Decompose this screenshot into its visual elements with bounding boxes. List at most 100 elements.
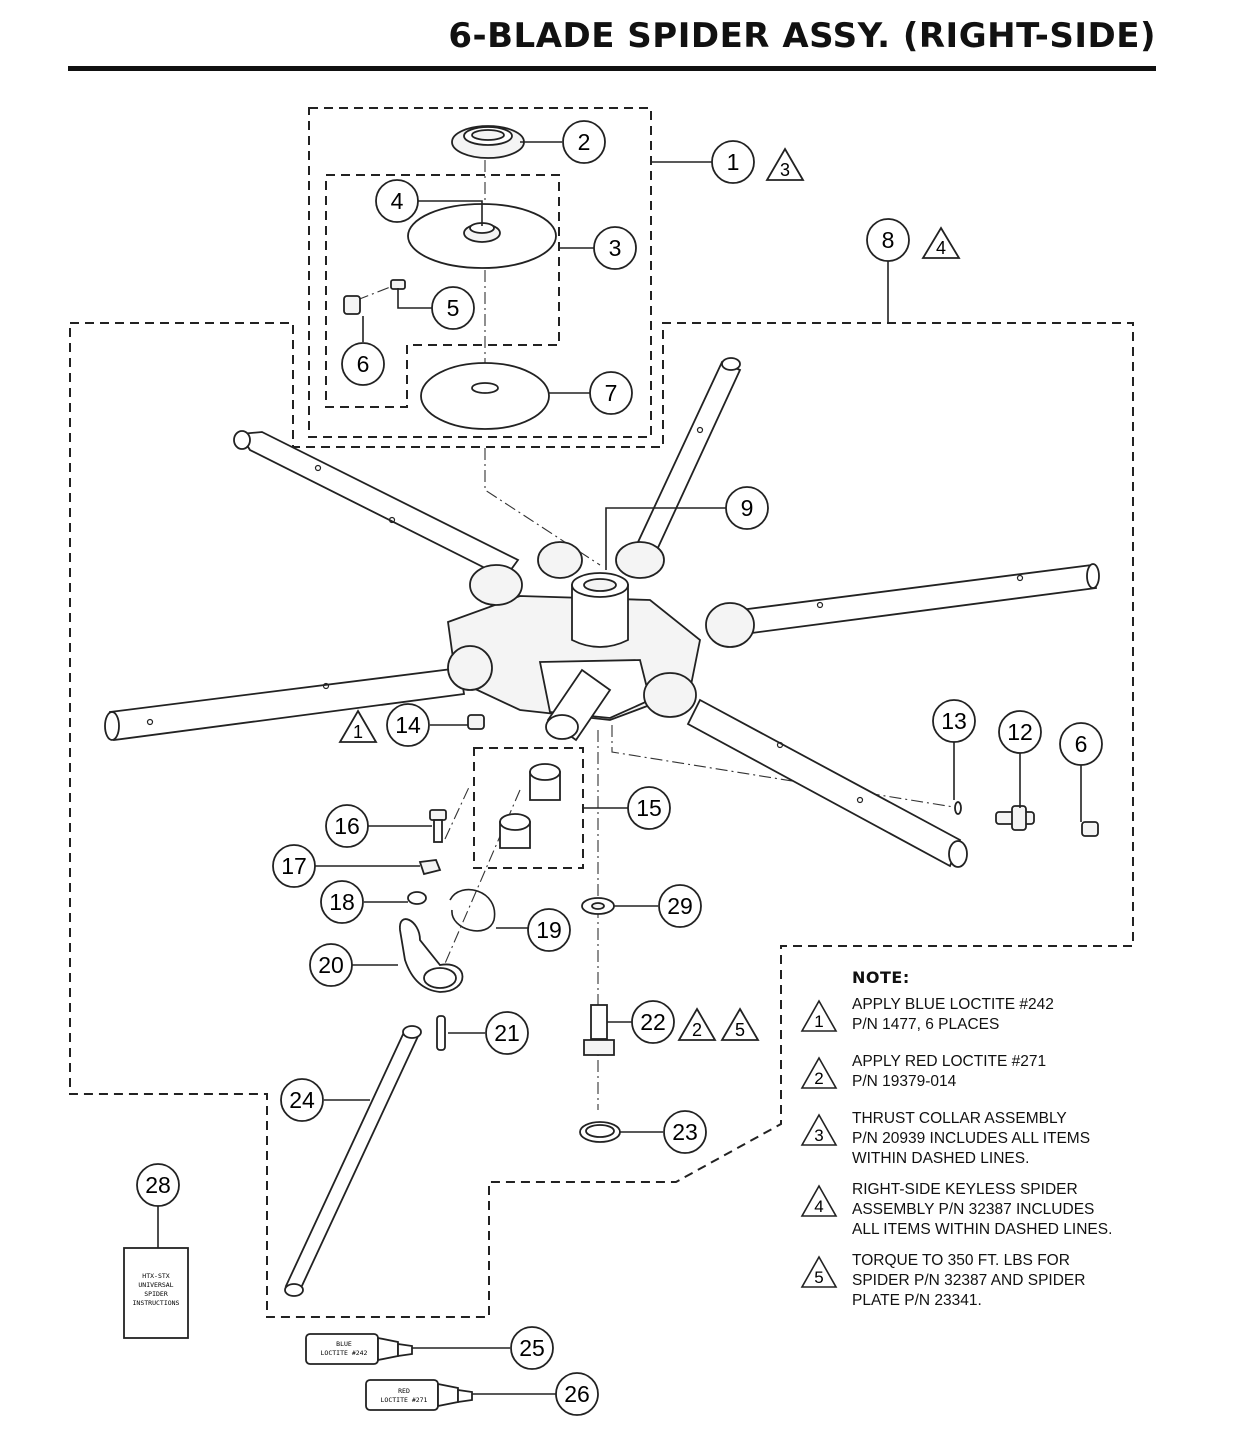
- callout-13: 13: [932, 699, 976, 743]
- callout-15: 15: [627, 786, 671, 830]
- page-title: 6-BLADE SPIDER ASSY. (RIGHT-SIDE): [448, 16, 1156, 56]
- callout-23: 23: [663, 1110, 707, 1154]
- flag-note-4: 4: [921, 226, 961, 259]
- svg-text:3: 3: [780, 160, 790, 180]
- note-4: 4 RIGHT-SIDE KEYLESS SPIDER ASSEMBLY P/N…: [800, 1180, 1200, 1244]
- svg-text:2: 2: [578, 129, 591, 155]
- note-3: 3 THRUST COLLAR ASSEMBLY P/N 20939 INCLU…: [800, 1109, 1200, 1173]
- svg-text:1: 1: [814, 1012, 823, 1031]
- note-1: 1 APPLY BLUE LOCTITE #242 P/N 1477, 6 PL…: [800, 995, 1200, 1045]
- part-7-disk: [420, 362, 550, 430]
- svg-text:14: 14: [395, 712, 421, 738]
- part-19-spring: [449, 888, 496, 932]
- note-5-text: TORQUE TO 350 FT. LBS FOR SPIDER P/N 323…: [852, 1252, 1086, 1309]
- thrust-collar-boundary: [308, 107, 652, 438]
- svg-text:LOCTITE #271: LOCTITE #271: [381, 1396, 428, 1404]
- note-4-triangle-icon: 4: [800, 1184, 838, 1217]
- spider-hub: [447, 541, 755, 742]
- note-1-text: APPLY BLUE LOCTITE #242 P/N 1477, 6 PLAC…: [852, 996, 1054, 1033]
- flag-note-3: 3: [765, 147, 805, 181]
- svg-text:7: 7: [605, 380, 618, 406]
- callout-1: 1: [711, 140, 755, 184]
- part-14-fitting: [467, 714, 485, 730]
- svg-text:3: 3: [814, 1126, 823, 1145]
- part-20-lever: [399, 918, 464, 993]
- part-17-nut: [418, 859, 442, 876]
- svg-text:28: 28: [145, 1172, 171, 1198]
- note-5: 5 TORQUE TO 350 FT. LBS FOR SPIDER P/N 3…: [800, 1251, 1200, 1315]
- part-3-plate: [407, 203, 557, 269]
- callout-22: 22: [631, 1000, 675, 1044]
- spider-assembly-boundary: [69, 322, 1134, 1318]
- part-23-ring: [579, 1121, 621, 1143]
- svg-text:RED: RED: [398, 1387, 410, 1395]
- leader-lines: [157, 141, 1082, 1395]
- svg-text:INSTRUCTIONS: INSTRUCTIONS: [133, 1299, 180, 1307]
- part-13-oring: [954, 801, 962, 815]
- callout-17: 17: [272, 844, 316, 888]
- part-2-seal: [451, 125, 525, 159]
- svg-text:4: 4: [814, 1197, 823, 1216]
- svg-text:24: 24: [289, 1087, 315, 1113]
- callout-8: 8: [866, 218, 910, 262]
- callout-14: 14: [386, 703, 430, 747]
- callout-18: 18: [320, 880, 364, 924]
- svg-text:20: 20: [318, 952, 344, 978]
- svg-text:SPIDER: SPIDER: [144, 1290, 168, 1298]
- note-1-triangle-icon: 1: [800, 999, 838, 1032]
- note-3-text: THRUST COLLAR ASSEMBLY P/N 20939 INCLUDE…: [852, 1110, 1091, 1167]
- part-22-bolt: [583, 1004, 615, 1056]
- svg-text:9: 9: [741, 495, 754, 521]
- part-21-pin: [436, 1015, 446, 1051]
- note-2: 2 APPLY RED LOCTITE #271 P/N 19379-014: [800, 1052, 1200, 1102]
- callout-6-right: 6: [1059, 722, 1103, 766]
- part-26-red-loctite: RED LOCTITE #271: [365, 1379, 473, 1411]
- note-2-triangle-icon: 2: [800, 1056, 838, 1089]
- plate-subassembly-boundary: [325, 174, 560, 408]
- svg-text:12: 12: [1007, 719, 1033, 745]
- callout-26: 26: [555, 1372, 599, 1416]
- callout-29: 29: [658, 884, 702, 928]
- svg-text:BLUE: BLUE: [336, 1340, 352, 1348]
- spider-arms: [104, 357, 1100, 868]
- callout-20: 20: [309, 943, 353, 987]
- part-18-washer: [407, 891, 427, 905]
- part-6-cap-right: [1081, 821, 1099, 837]
- callout-2: 2: [562, 120, 606, 164]
- svg-text:3: 3: [609, 235, 622, 261]
- svg-text:29: 29: [667, 893, 693, 919]
- bushing-group-boundary: [473, 747, 584, 869]
- flag-note-2: 2: [677, 1007, 717, 1041]
- flag-note-1: 1: [338, 709, 378, 743]
- part-5-fitting: [390, 279, 406, 290]
- callout-5: 5: [431, 286, 475, 330]
- svg-text:17: 17: [281, 853, 307, 879]
- callout-24: 24: [280, 1078, 324, 1122]
- callout-4: 4: [375, 179, 419, 223]
- svg-text:22: 22: [640, 1009, 666, 1035]
- svg-text:4: 4: [391, 188, 404, 214]
- svg-text:26: 26: [564, 1381, 590, 1407]
- svg-text:13: 13: [941, 708, 967, 734]
- note-2-text: APPLY RED LOCTITE #271 P/N 19379-014: [852, 1053, 1047, 1090]
- svg-text:19: 19: [536, 917, 562, 943]
- note-3-triangle-icon: 3: [800, 1113, 838, 1146]
- svg-text:6: 6: [1075, 731, 1088, 757]
- note-5-triangle-icon: 5: [800, 1255, 838, 1288]
- callout-28: 28: [136, 1163, 180, 1207]
- callout-9: 9: [725, 486, 769, 530]
- part-12-valve: [995, 805, 1035, 831]
- part-16-bolt: [429, 809, 447, 843]
- svg-text:UNIVERSAL: UNIVERSAL: [138, 1281, 173, 1289]
- svg-text:5: 5: [735, 1020, 745, 1040]
- callout-25: 25: [510, 1326, 554, 1370]
- svg-text:25: 25: [519, 1335, 545, 1361]
- svg-text:5: 5: [447, 295, 460, 321]
- svg-text:23: 23: [672, 1119, 698, 1145]
- svg-text:5: 5: [814, 1268, 823, 1287]
- part-15-bushings: [499, 763, 561, 849]
- svg-text:2: 2: [692, 1020, 702, 1040]
- svg-text:LOCTITE #242: LOCTITE #242: [321, 1349, 368, 1357]
- notes-heading: NOTE:: [852, 968, 910, 987]
- svg-text:2: 2: [814, 1069, 823, 1088]
